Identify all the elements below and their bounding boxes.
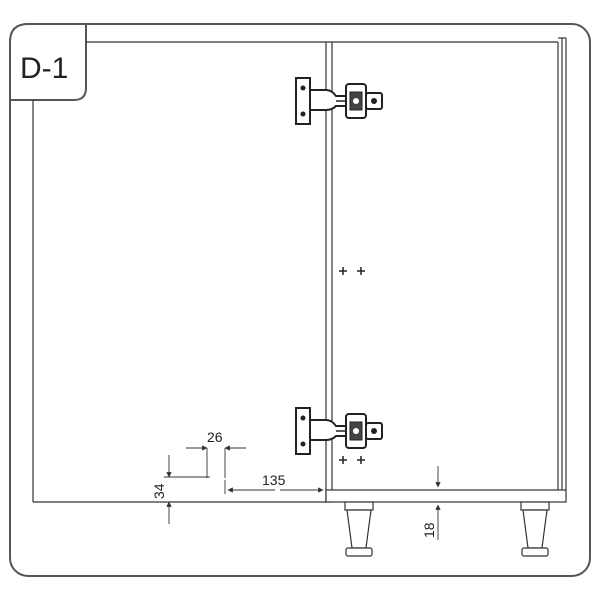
- dimension-label-hole-spacing: 26: [207, 429, 223, 445]
- dimension-label-offset: 135: [262, 472, 286, 488]
- cabinet-leg-left: [344, 501, 374, 557]
- dimension-hole-spacing: [186, 445, 246, 478]
- dimension-height: [164, 455, 210, 524]
- cabinet-door: [325, 37, 567, 503]
- cabinet-side-panel: [32, 41, 326, 503]
- label-tab: [9, 23, 87, 101]
- screw-marks-middle: [339, 267, 365, 275]
- top-hinge: [295, 77, 383, 125]
- bottom-hinge: [295, 407, 383, 455]
- figure-label: D-1: [20, 52, 68, 85]
- dimension-label-height: 34: [151, 483, 167, 499]
- outer-frame: [9, 23, 591, 577]
- dimension-label-leg-clearance: 18: [421, 522, 437, 538]
- screw-marks-bottom: [339, 456, 365, 464]
- dimension-offset: [224, 480, 324, 494]
- cabinet-leg-right: [520, 501, 550, 557]
